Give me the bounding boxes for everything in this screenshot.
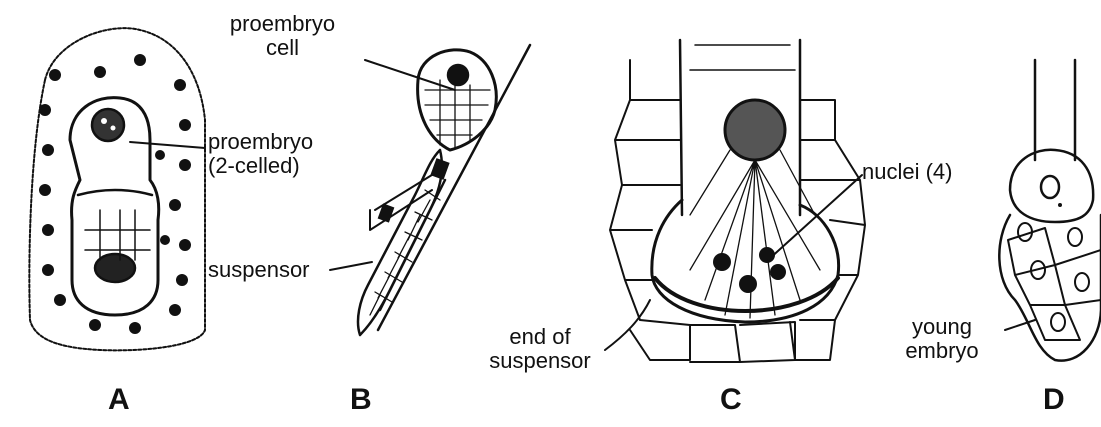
label-young-embryo-line1: young — [882, 315, 1002, 339]
label-proembryo-cell-line1: proembryo — [200, 12, 365, 36]
panel-d-top-cell — [1010, 150, 1093, 222]
panel-d-cells — [1008, 228, 1101, 340]
panel-a-cell-wall — [78, 190, 152, 195]
panel-d-top-nucleus — [1041, 176, 1059, 198]
panel-letter-b: B — [350, 383, 372, 417]
label-nuclei: nuclei (4) — [862, 160, 952, 184]
label-proembryo-2celled-line2: (2-celled) — [208, 154, 313, 178]
panel-b-nucleus — [448, 65, 468, 85]
leader-proembryo-cell — [365, 60, 455, 90]
leader-nuclei — [768, 175, 862, 260]
panel-d-drawing — [999, 60, 1101, 361]
label-young-embryo-line2: embryo — [882, 339, 1002, 363]
label-suspensor: suspensor — [208, 258, 310, 282]
panel-b-drawing — [358, 45, 530, 335]
panel-c-nucleus — [725, 100, 785, 160]
leader-proembryo-2celled — [130, 142, 205, 148]
panel-d-nuclei — [1018, 223, 1089, 331]
label-young-embryo: young embryo — [882, 315, 1002, 363]
label-proembryo-cell-line2: cell — [200, 36, 365, 60]
label-end-of-suspensor-line1: end of — [470, 325, 610, 349]
panel-letter-a: A — [108, 383, 130, 417]
leader-end-of-suspensor — [605, 300, 650, 350]
label-proembryo-2celled: proembryo (2-celled) — [208, 130, 313, 178]
label-proembryo-cell: proembryo cell — [200, 12, 365, 60]
panel-a-dots — [39, 54, 191, 334]
label-proembryo-2celled-line1: proembryo — [208, 130, 313, 154]
panel-letter-c: C — [720, 383, 742, 417]
panel-letter-d: D — [1043, 383, 1065, 417]
panel-a-nucleus-top — [92, 109, 124, 141]
panel-a-nucleus-bottom — [95, 254, 135, 282]
panel-a-drawing — [29, 28, 205, 350]
panel-c-embryo-sac — [652, 200, 839, 322]
label-end-of-suspensor-line2: suspensor — [470, 349, 610, 373]
panel-c-tube-left — [680, 40, 682, 215]
panel-d-suspensor — [1035, 60, 1075, 160]
leader-suspensor — [330, 262, 372, 270]
panel-d-top-dot — [1058, 203, 1062, 207]
panel-b-cell-grid — [370, 80, 490, 315]
panel-c-tube-top — [690, 45, 795, 70]
panel-a-bottom-cells — [85, 210, 150, 260]
leader-lines — [130, 60, 1035, 350]
label-end-of-suspensor: end of suspensor — [470, 325, 610, 373]
panel-b-outer-line — [378, 45, 530, 330]
panel-c-drawing — [610, 40, 865, 362]
panel-b-suspensor-body — [358, 150, 442, 335]
